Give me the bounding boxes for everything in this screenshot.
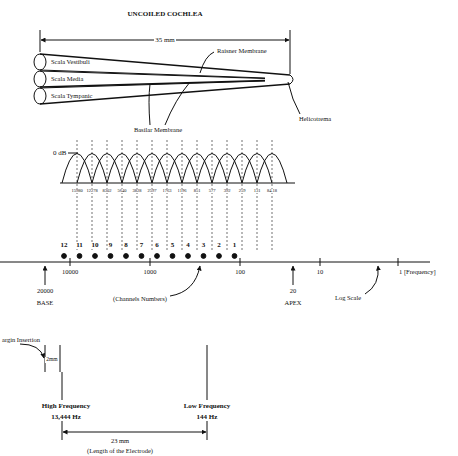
channel-number: 1 [232, 242, 238, 249]
filter-frequency: 392 [223, 189, 232, 194]
diagram-label: 1 [Frequency] [398, 269, 437, 276]
filter-frequency: 5640 [117, 189, 128, 194]
diagram-label: 20000 [36, 288, 54, 295]
channel-number: 8 [123, 242, 129, 249]
filter-frequency: 84.18 [266, 189, 278, 194]
diagram-label: High Frequency [41, 403, 91, 410]
diagram-label: 2mm [45, 357, 58, 363]
diagram-label: argin Insertion [1, 337, 41, 344]
channel-number: 5 [170, 242, 176, 249]
channel-number: 3 [201, 242, 207, 249]
channel-number: 9 [108, 242, 114, 249]
diagram-label: Log Scale [334, 295, 362, 302]
filter-frequency: 851 [193, 189, 202, 194]
channel-number: 10 [91, 242, 100, 249]
diagram-label: 13,444 Hz [50, 414, 82, 421]
diagram-label: (Channels Numbers) [112, 296, 168, 303]
filter-frequency: 577 [208, 189, 217, 194]
diagram-label: APEX [284, 300, 303, 307]
diagram-label: 144 Hz [196, 414, 219, 421]
diagram-label: 100 [234, 269, 246, 276]
filter-frequency: 8302 [102, 189, 113, 194]
diagram-label: 20 [289, 288, 298, 295]
filter-frequency: 259 [238, 189, 247, 194]
diagram-label: 10000 [61, 269, 79, 276]
diagram-label: 1000 [143, 269, 158, 276]
diagram-label: Scala Tympanic [50, 93, 93, 100]
channel-number: 11 [75, 242, 84, 249]
channel-number: 2 [216, 242, 222, 249]
filter-frequency: 1763 [162, 189, 173, 194]
channel-number: 6 [154, 242, 160, 249]
filter-frequency: 3828 [132, 189, 143, 194]
channel-number: 12 [60, 242, 69, 249]
channel-number: 4 [185, 242, 191, 249]
diagram-label: Raisner Membrane [216, 48, 268, 55]
diagram-label: Low Frequency [183, 403, 232, 410]
filter-frequency: 131 [253, 189, 262, 194]
diagram-label: Scala Vestibuli [50, 59, 91, 66]
diagram-title: UNCOILED COCHLEA [127, 11, 204, 18]
diagram-label: 23 mm [110, 438, 130, 445]
diagram-label: Helicotrema [298, 116, 332, 123]
diagram-label: 10 [316, 269, 325, 276]
filter-frequency: 2597 [147, 189, 158, 194]
diagram-label: 0 dB [52, 150, 67, 157]
filter-frequency: 1196 [177, 189, 188, 194]
diagram-label: Scala Media [50, 76, 84, 83]
channel-number: 7 [139, 242, 145, 249]
diagram-label: 35 mm [154, 37, 176, 44]
diagram-label: (Length of the Electrode) [86, 448, 154, 455]
diagram-label: BASE [36, 300, 55, 307]
filter-frequency: 15980 [70, 189, 83, 194]
diagram-label: Basilar Membrane [133, 127, 183, 134]
filter-frequency: 12278 [85, 189, 98, 194]
